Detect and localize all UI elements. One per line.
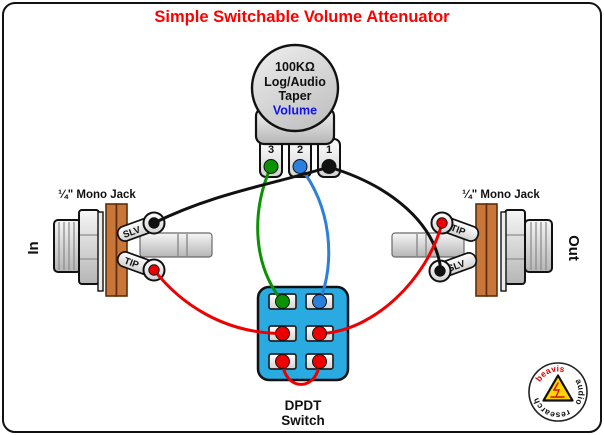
jack-threaded-barrel [524, 219, 553, 273]
jack-washer [500, 211, 507, 292]
jack-fiber-board [485, 203, 498, 297]
right-jack-label: ¼" Mono Jack [462, 189, 540, 201]
jack-washer [97, 211, 104, 292]
out-label: Out [565, 235, 582, 261]
nut-facets [80, 234, 98, 260]
barrel-threads [58, 222, 75, 270]
dot-switch-top-right [312, 294, 327, 309]
jack-contact-arm [139, 232, 213, 258]
dot-switch-mid-left [275, 326, 290, 341]
left-jack-label: ¼" Mono Jack [58, 189, 136, 201]
connection-dots [148, 159, 448, 369]
beavis-logo: beavis audio research [528, 362, 588, 422]
wire-red-jumper [281, 360, 321, 386]
logo-figure-icon [550, 382, 565, 398]
right-mono-jack: TIP SLV ¼" Mono Jack Out [391, 189, 582, 297]
tip-lug-label: TIP [122, 256, 140, 272]
jack-fiber-board [115, 203, 128, 297]
jack-threaded-barrel [53, 219, 82, 273]
pot-lug-number: 1 [326, 144, 332, 156]
dpdt-switch: DPDT Switch [256, 285, 350, 428]
in-label: In [25, 241, 42, 254]
nut-facets [506, 234, 524, 260]
potentiometer: 100KΩ Log/Audio Taper Volume 3 2 1 [250, 43, 341, 178]
barrel-threads [530, 222, 547, 270]
pot-function-label: Volume [273, 104, 317, 118]
tip-lug-label: TIP [449, 223, 467, 239]
wire-red-intip-to-switch [152, 268, 284, 335]
switch-label-line2: Switch [281, 413, 325, 428]
dot-left-slv [148, 217, 160, 229]
jack-contact-arm [391, 232, 465, 258]
switch-label-line1: DPDT [285, 398, 323, 413]
wire-green-pot3-to-switch [256, 165, 284, 303]
jack-hex-nut [504, 209, 526, 285]
logo-word-right: audio [573, 377, 586, 407]
wire-blue-pot2-to-switch [298, 165, 331, 303]
jack-fiber-board [105, 203, 118, 297]
arm-ridges [416, 234, 427, 256]
dot-left-tip [148, 264, 160, 276]
page-title: Simple Switchable Volume Attenuator [154, 8, 450, 26]
pot-taper-line1: Log/Audio [264, 75, 326, 89]
dot-switch-mid-right [312, 326, 327, 341]
arm-ridges [177, 234, 188, 256]
jack-hex-nut [78, 209, 100, 285]
dot-switch-top-left [275, 294, 290, 309]
jack-fiber-board [475, 203, 488, 297]
dot-switch-bottom-right [312, 354, 327, 369]
dot-right-slv [434, 265, 446, 277]
wire-black-inslv-to-pot1 [152, 165, 331, 225]
pot-body [250, 43, 340, 133]
pot-taper-line2: Taper [278, 89, 311, 103]
dot-pot-lug3 [263, 159, 279, 174]
wire-red-outtip-to-switch [318, 221, 444, 335]
wire-black-pot1-to-outslv [327, 165, 443, 273]
wires [152, 165, 444, 386]
dot-pot-lug2 [292, 159, 308, 174]
dot-pot-lug1 [321, 159, 337, 174]
dot-right-tip [436, 217, 448, 229]
warning-triangle-icon [542, 374, 574, 402]
pot-lug-number: 2 [297, 144, 303, 156]
pot-value: 100KΩ [275, 60, 315, 74]
dot-switch-bottom-left [275, 354, 290, 369]
left-mono-jack: SLV TIP ¼" Mono Jack In [25, 189, 213, 297]
pot-lug-number: 3 [268, 144, 274, 156]
